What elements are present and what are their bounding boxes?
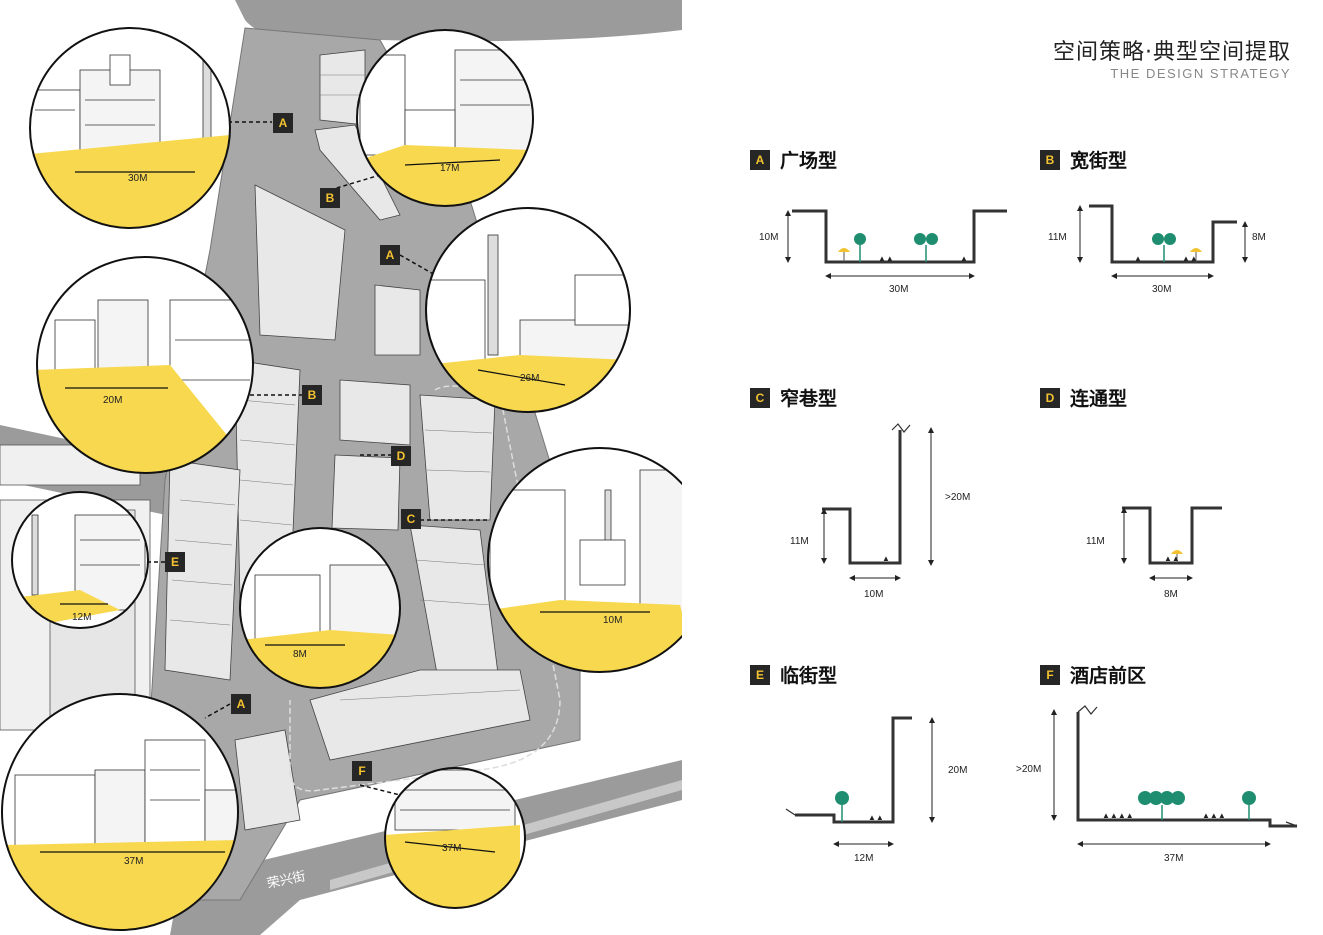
map-marker-f-9: F [352,761,372,781]
section-d-title: 连通型 [1070,388,1128,410]
perspective-circle-2 [356,29,534,207]
section-e-title: 临街型 [780,665,838,687]
leader-lines [147,121,490,796]
section-f-title: 酒店前区 [1070,665,1147,687]
section-b-header: B 宽街型 [1040,146,1127,173]
section-e-profile [795,716,912,824]
perspective-circle-5 [11,491,149,629]
page-subtitle: THE DESIGN STRATEGY [1110,66,1291,81]
tree-icons [835,233,1256,805]
map-marker-b-2: B [320,188,340,208]
map-marker-b-4: B [302,385,322,405]
map-markers: A B A B D C E A F [165,113,421,781]
perspective-circle-6 [239,527,401,689]
map-marker-d-5: D [391,446,411,466]
section-a-header: A 广场型 [750,146,837,173]
section-a-badge: A [750,149,770,170]
section-c-height-right-label: >20M [945,492,970,503]
svg-text:▲: ▲ [1134,254,1142,263]
section-b-profile [1089,204,1237,264]
section-b-badge: B [1040,149,1060,170]
section-e-badge: E [750,664,770,685]
svg-text:▲▲▲▲: ▲▲▲▲ [1102,811,1134,820]
map-marker-c-6: C [401,509,421,529]
svg-text:▲▲▲: ▲▲▲ [1202,811,1226,820]
perspective-circle-9 [384,767,526,909]
section-c-profile [822,430,902,565]
top-road [235,0,682,42]
section-d-height-label: 11M [1086,536,1105,547]
section-a-height-label: 10M [759,232,778,243]
section-c-height-left-label: 11M [790,536,809,547]
circle-label-1: 30M [128,173,147,184]
section-b-height-right-label: 8M [1252,232,1266,243]
svg-text:A: A [386,248,395,262]
perspective-circle-8 [1,693,239,931]
map-marker-a-3: A [380,245,400,265]
page-title: 空间策略·典型空间提取 [1053,40,1291,65]
strategy-panel: 空间策略·典型空间提取 THE DESIGN STRATEGY A 广场型 B … [682,0,1323,935]
people-icons: ▲▲▲ ▲▲▲ ▲ ▲▲ ▲▲ ▲▲▲▲▲▲▲ [868,254,1226,822]
section-d-badge: D [1040,387,1060,408]
section-f-width-label: 37M [1164,853,1183,864]
svg-text:B: B [326,191,335,205]
map-marker-e-7: E [165,552,185,572]
svg-text:B: B [308,388,317,402]
circle-label-6: 8M [293,649,307,660]
svg-text:▲▲: ▲▲ [868,813,884,822]
section-a-title: 广场型 [780,150,838,172]
svg-text:A: A [237,697,246,711]
svg-text:A: A [279,116,288,130]
section-f-height-label: >20M [1016,764,1041,775]
section-c-header: C 窄巷型 [750,384,837,411]
section-b-height-left-label: 11M [1048,232,1067,243]
section-c-badge: C [750,387,770,408]
umbrella-icons [838,248,1202,563]
svg-text:▲: ▲ [882,554,890,563]
section-e-header: E 临街型 [750,661,837,688]
svg-text:▲▲: ▲▲ [878,254,894,263]
section-c-title: 窄巷型 [780,388,838,410]
circle-width-labels: 30M 17M 26M 20M 12M 8M 10M 37M 37M [72,163,622,867]
tree-trunks [841,245,1250,822]
svg-text:E: E [171,555,179,569]
circle-label-4: 20M [103,395,122,406]
section-f-header: F 酒店前区 [1040,661,1146,688]
circle-label-7: 10M [603,615,622,626]
circle-label-8: 37M [124,856,143,867]
section-diagrams: ▲▲▲ ▲▲▲ ▲ ▲▲ ▲▲ ▲▲▲▲▲▲▲ 10M [759,204,1298,864]
circle-label-5: 12M [72,612,91,623]
section-f-profile [1076,712,1297,828]
perspective-circle-7 [487,447,682,673]
map-marker-a-8: A [231,694,251,714]
svg-text:D: D [397,449,406,463]
map-marker-a-1: A [273,113,293,133]
svg-text:▲: ▲ [960,254,968,263]
svg-text:F: F [358,764,365,778]
section-a-width-label: 30M [889,284,908,295]
svg-text:▲▲: ▲▲ [1182,254,1198,263]
section-e-height-label: 20M [948,765,967,776]
section-a-profile [792,209,1007,264]
section-f-badge: F [1040,664,1060,685]
section-d-width-label: 8M [1164,589,1178,600]
section-c-width-label: 10M [864,589,883,600]
section-e-width-label: 12M [854,853,873,864]
section-d-header: D 连通型 [1040,384,1127,411]
building-interior-lines [169,74,521,701]
svg-text:▲▲: ▲▲ [1164,554,1180,563]
circle-label-2: 17M [440,163,459,174]
section-d-profile [1122,506,1222,565]
circle-label-9: 37M [442,843,461,854]
svg-text:C: C [407,512,416,526]
circle-label-3: 26M [520,373,539,384]
section-b-title: 宽街型 [1070,150,1128,172]
site-plan-map: 荣兴街 [0,0,682,935]
section-b-width-label: 30M [1152,284,1171,295]
